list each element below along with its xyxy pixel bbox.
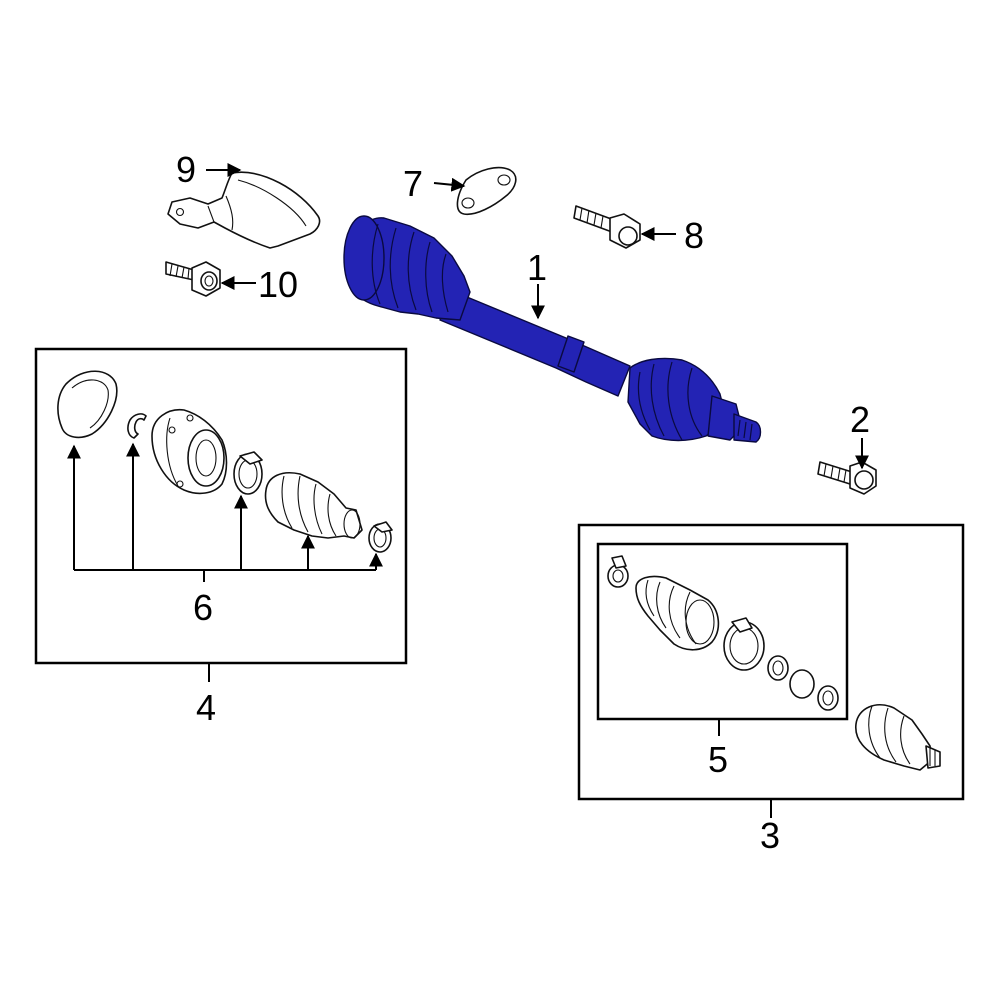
small-clamp-part[interactable] [368, 521, 393, 553]
callout-1: 1 [527, 247, 547, 288]
callout-7: 7 [403, 163, 423, 204]
callout-9: 9 [176, 149, 196, 190]
callout-3: 3 [760, 815, 780, 856]
outer-small-clamp-part[interactable] [607, 555, 629, 588]
plate-part[interactable] [456, 166, 517, 216]
callout-10: 10 [258, 264, 298, 305]
callout-4: 4 [196, 687, 216, 728]
upper-bolt-part[interactable] [573, 205, 641, 249]
bolt-part[interactable] [817, 461, 877, 495]
outer-ring-parts[interactable] [767, 655, 839, 711]
outer-large-clamp-part[interactable] [723, 617, 765, 671]
outer-boot-kit-box [596, 542, 849, 721]
callout-6: 6 [193, 587, 213, 628]
callout-8: 8 [684, 215, 704, 256]
shield-bolt-part[interactable] [165, 261, 221, 297]
callout-2: 2 [850, 399, 870, 440]
callout-6-leaders [67, 442, 383, 582]
inner-joint-kit-box [34, 347, 408, 665]
callout-7-leader [433, 177, 466, 192]
boot-clamp-part[interactable] [233, 451, 263, 495]
joint-housing-part[interactable] [151, 409, 228, 495]
axle-assembly-highlighted[interactable] [343, 215, 762, 443]
outer-joint-part[interactable] [855, 704, 941, 771]
outer-boot-part[interactable] [635, 575, 720, 651]
dust-cap-part[interactable] [57, 370, 118, 439]
callout-5: 5 [708, 739, 728, 780]
heat-shield-part[interactable] [167, 171, 321, 249]
inner-boot-part[interactable] [264, 472, 363, 539]
snap-ring-part[interactable] [127, 413, 147, 439]
